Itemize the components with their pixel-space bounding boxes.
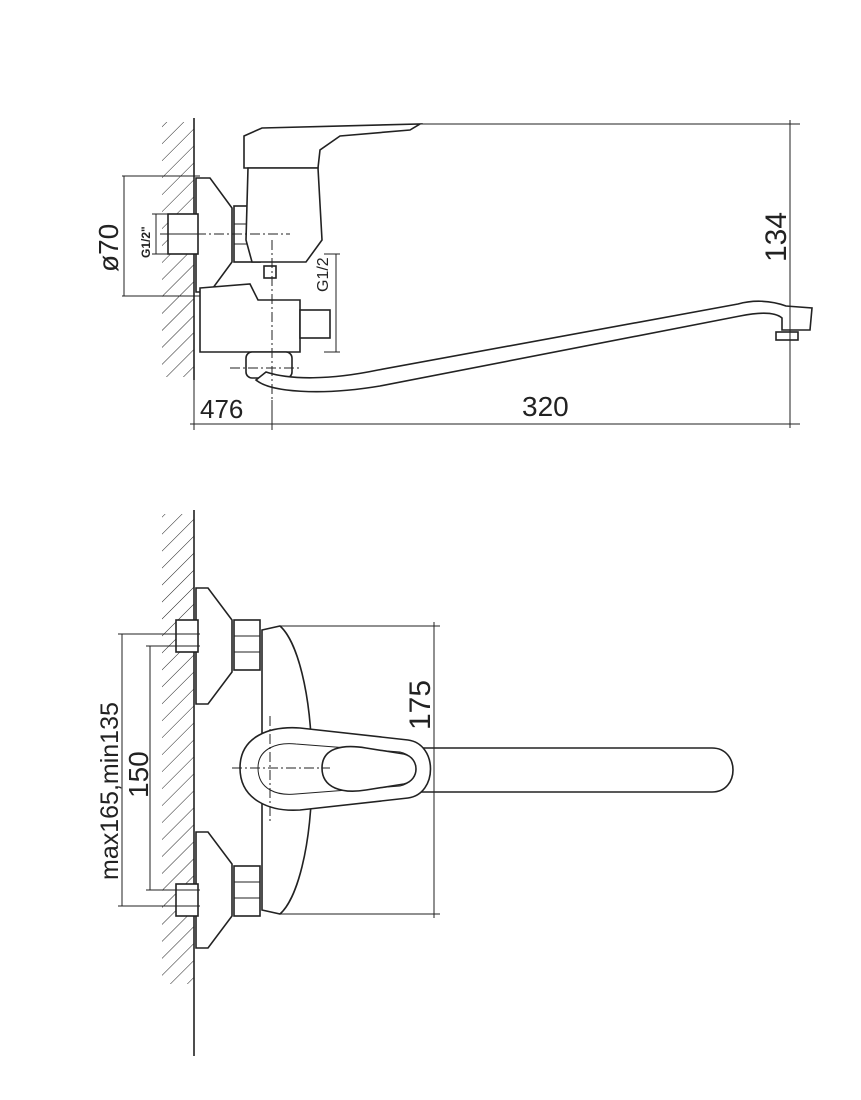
flange bbox=[195, 177, 233, 293]
dim-front-height-label: 175 bbox=[404, 680, 437, 730]
dim-thread-left-label: G1/2" bbox=[139, 226, 153, 258]
dim-thread-right-label: G1/2 bbox=[315, 257, 332, 292]
spout bbox=[254, 300, 813, 393]
front-view: max165,min135 150 175 bbox=[96, 510, 734, 1056]
valve-body bbox=[245, 167, 323, 263]
lower-flange bbox=[195, 831, 233, 949]
dim-diameter-label: ø70 bbox=[93, 224, 124, 272]
lower-body bbox=[199, 283, 301, 353]
lower-nut bbox=[233, 865, 261, 917]
aerator bbox=[775, 331, 799, 341]
lever-handle bbox=[243, 123, 424, 169]
side-view: ø70 G1/2" G1/2 134 476 320 bbox=[93, 118, 813, 430]
side-fitting bbox=[299, 309, 331, 339]
upper-flange bbox=[195, 587, 233, 705]
dim-length-label: 320 bbox=[522, 391, 569, 422]
dim-height-label: 134 bbox=[760, 212, 793, 262]
dim-offset-label: 476 bbox=[200, 394, 243, 424]
front-spout bbox=[419, 747, 734, 793]
upper-nut bbox=[233, 619, 261, 671]
dim-range-label: max165,min135 bbox=[96, 702, 124, 880]
dim-center-label: 150 bbox=[123, 751, 154, 798]
